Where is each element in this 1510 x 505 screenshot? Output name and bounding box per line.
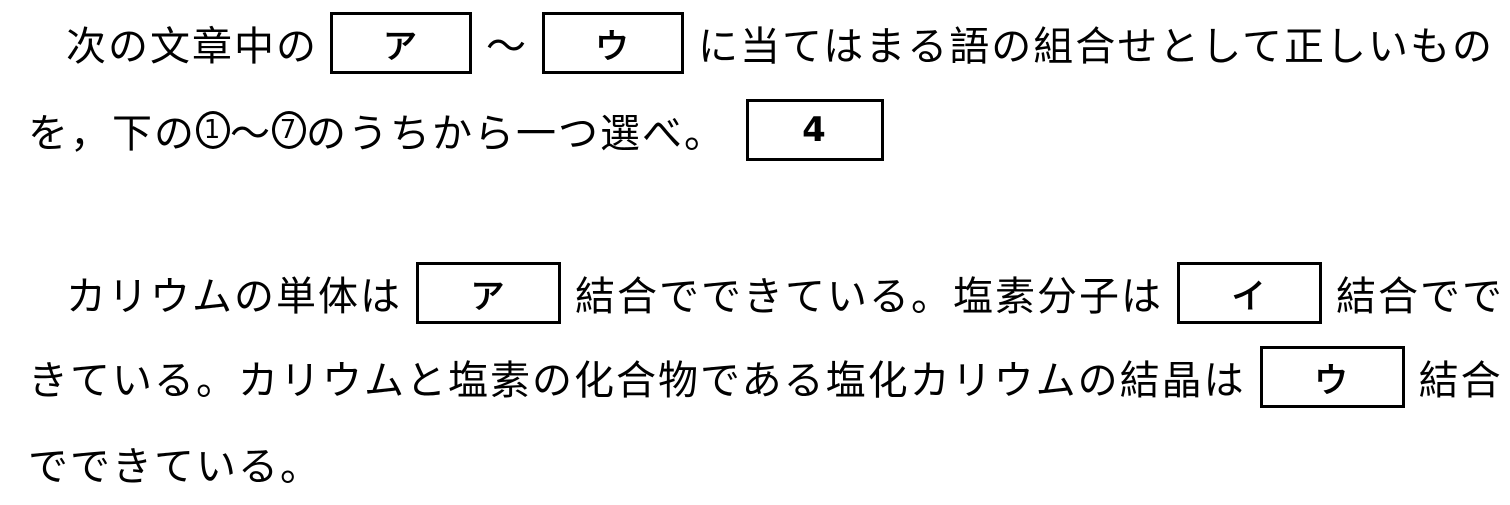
blank-box-i: イ [1177,262,1322,324]
text: 次の文章中の [66,24,318,70]
passage-line-1: カリウムの単体は ア 結合でできている。塩素分子は イ 結合でで [66,258,1504,328]
text: に当てはまる語の組合せとして正しいもの [698,24,1494,70]
tilde: ～ [230,111,272,157]
text: を，下の [28,111,196,157]
text: きている。カリウムと塩素の化合物である塩化カリウムの結晶は [28,358,1246,404]
instruction-line-2: を，下の 1 ～ 7 のうちから一つ選べ。 4 [28,95,898,165]
text: 結合でできている。塩素分子は [575,274,1163,320]
text: のうちから一つ選べ。 [306,111,726,157]
circled-number-7: 7 [272,111,306,149]
answer-number-box: 4 [746,99,884,161]
circled-number-1: 1 [196,111,230,149]
blank-box-u: ウ [1259,346,1405,408]
text: 結合でで [1336,274,1504,320]
instruction-line-1: 次の文章中の ア ～ ウ に当てはまる語の組合せとして正しいもの [66,8,1494,78]
passage-line-3: でできている。 [28,428,322,498]
tilde: ～ [486,24,528,70]
passage-line-2: きている。カリウムと塩素の化合物である塩化カリウムの結晶は ウ 結合 [28,342,1503,412]
text: 結合 [1418,358,1503,404]
blank-box-a: ア [416,262,561,324]
blank-box-u: ウ [542,12,684,74]
text: でできている。 [28,444,322,490]
blank-box-a: ア [330,12,472,74]
text: カリウムの単体は [66,274,402,320]
